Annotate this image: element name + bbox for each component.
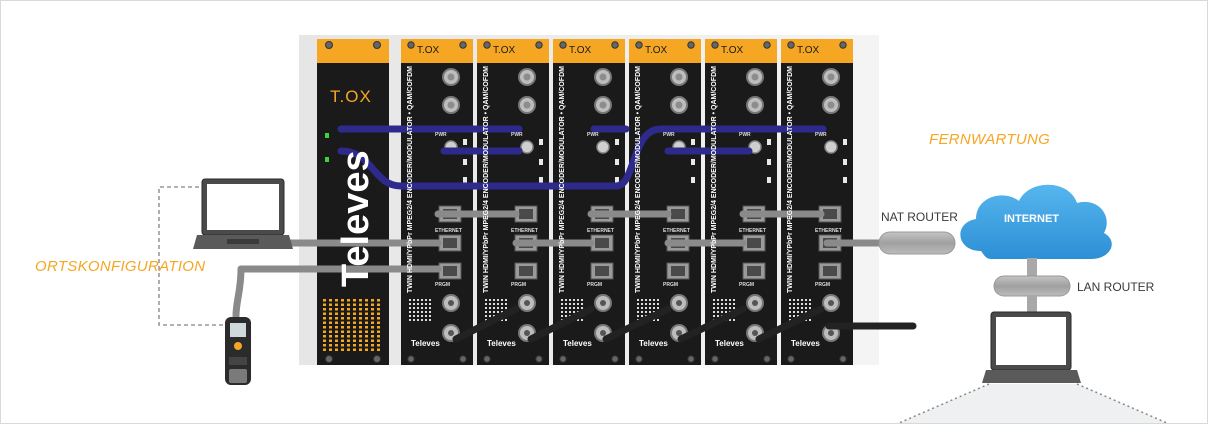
module-brand: Televes (487, 339, 516, 348)
lan-router-label: LAN ROUTER (1077, 280, 1155, 294)
module-brand: Televes (639, 339, 668, 348)
module-logo: T.OX (569, 45, 592, 56)
downlink-pipe (1027, 295, 1037, 315)
encoder-module (705, 39, 777, 365)
ethernet-jumpers (232, 210, 885, 320)
router-icon (878, 231, 956, 255)
encoder-module (401, 39, 473, 365)
nat-router-label: NAT ROUTER (881, 210, 958, 224)
encoder-module (477, 39, 549, 365)
module-logo: T.OX (645, 45, 668, 56)
port-label: PRGM (739, 282, 754, 288)
port-label: PWR (663, 132, 675, 138)
module-brand: Televes (791, 339, 820, 348)
port-label: PWR (815, 132, 827, 138)
module-logo: T.OX (797, 45, 820, 56)
laptop-icon[interactable] (193, 178, 293, 249)
status-led (325, 157, 329, 162)
port-label: ETHERNET (587, 228, 614, 234)
module-brand: Televes (411, 339, 440, 348)
port-label: PRGM (815, 282, 830, 288)
module-logo: T.OX (721, 45, 744, 56)
screen-light-area (899, 384, 1167, 423)
laptop-icon[interactable] (982, 311, 1081, 383)
port-label: PWR (739, 132, 751, 138)
dotted-edge (898, 383, 990, 423)
handheld-programmer-icon[interactable] (225, 317, 251, 385)
port-label: PRGM (587, 282, 602, 288)
headend-unit (317, 39, 389, 365)
remote-maintenance-label: FERNWARTUNG (929, 131, 1051, 148)
module-model-text: TWIN HDMI/YPbPr MPEG2/4 ENCODER/MODULATO… (407, 66, 414, 293)
local-config-label: ORTSKONFIGURATION (35, 258, 206, 275)
port-label: ETHERNET (815, 228, 842, 234)
port-label: ETHERNET (663, 228, 690, 234)
coax-jumpers (337, 125, 827, 190)
module-logo: T.OX (417, 45, 440, 56)
internet-label: INTERNET (1004, 213, 1059, 225)
rf-cables (452, 305, 917, 343)
vent-grille (323, 299, 380, 351)
status-led (325, 133, 329, 138)
module-brand: Televes (715, 339, 744, 348)
port-label: PWR (511, 132, 523, 138)
encoder-module (781, 39, 853, 365)
module-model-text: TWIN HDMI/YPbPr MPEG2/4 ENCODER/MODULATO… (787, 66, 794, 293)
module-logo: T.OX (493, 45, 516, 56)
port-label: PWR (587, 132, 599, 138)
port-label: ETHERNET (435, 228, 462, 234)
headend-logo: T.OX (330, 87, 372, 106)
port-label: PRGM (435, 282, 450, 288)
module-model-text: TWIN HDMI/YPbPr MPEG2/4 ENCODER/MODULATO… (483, 66, 490, 293)
module-brand: Televes (563, 339, 592, 348)
port-label: ETHERNET (739, 228, 766, 234)
headend-brand: Televes (335, 150, 377, 287)
port-label: PWR (435, 132, 447, 138)
module-model-text: TWIN HDMI/YPbPr MPEG2/4 ENCODER/MODULATO… (559, 66, 566, 293)
cloud-icon (960, 184, 1112, 259)
port-label: ETHERNET (511, 228, 538, 234)
dotted-edge (1076, 383, 1168, 423)
module-model-text: TWIN HDMI/YPbPr MPEG2/4 ENCODER/MODULATO… (711, 66, 718, 293)
port-label: PRGM (663, 282, 678, 288)
router-icon (993, 275, 1071, 297)
module-model-text: TWIN HDMI/YPbPr MPEG2/4 ENCODER/MODULATO… (635, 66, 642, 293)
uplink-pipe (1027, 258, 1037, 278)
local-config-bracket (158, 186, 227, 326)
port-label: PRGM (511, 282, 526, 288)
